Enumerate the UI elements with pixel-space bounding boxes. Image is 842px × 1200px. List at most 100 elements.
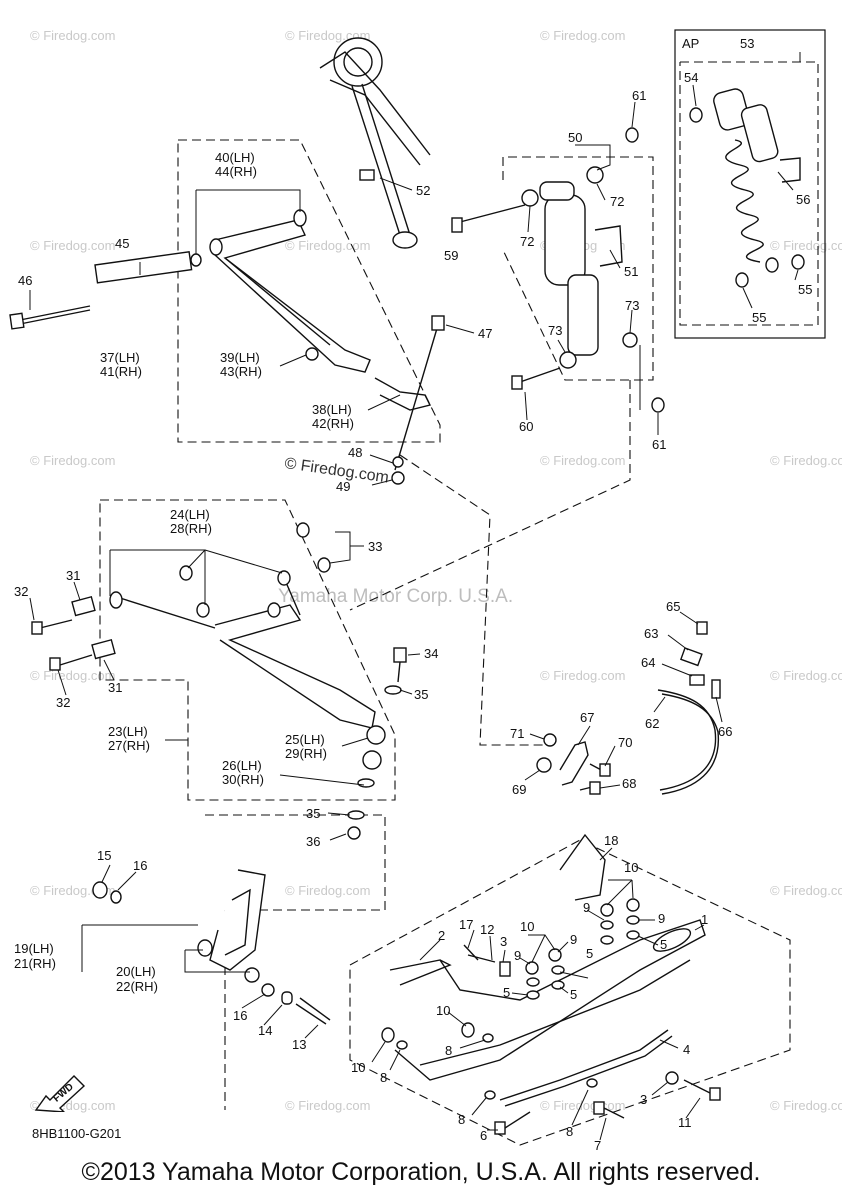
leader-lines bbox=[29, 52, 801, 1141]
callout-73: 73 bbox=[625, 298, 639, 313]
watermark: © Firedog.com bbox=[540, 28, 625, 43]
callout-5: 5 bbox=[503, 985, 510, 1000]
callout-63: 63 bbox=[644, 626, 658, 641]
callout-16: 16 bbox=[133, 858, 147, 873]
callout-13: 13 bbox=[292, 1037, 306, 1052]
callout-3: 3 bbox=[500, 934, 507, 949]
callout-56: 56 bbox=[796, 192, 810, 207]
callout-24-lh: 24(LH) bbox=[170, 507, 210, 522]
callout-11: 11 bbox=[678, 1115, 692, 1130]
callout-2: 2 bbox=[438, 928, 445, 943]
callout-10: 10 bbox=[351, 1060, 365, 1075]
callout-14: 14 bbox=[258, 1023, 272, 1038]
callout-72: 72 bbox=[520, 234, 534, 249]
callout-21-rh: 21(RH) bbox=[14, 956, 56, 971]
callout-61: 61 bbox=[652, 437, 666, 452]
callout-55: 55 bbox=[752, 310, 766, 325]
callout-ap: AP bbox=[682, 36, 699, 51]
watermark: © Firedog.com bbox=[285, 238, 370, 253]
callout-66: 66 bbox=[718, 724, 732, 739]
callout-44-rh: 44(RH) bbox=[215, 164, 257, 179]
callout-68: 68 bbox=[622, 776, 636, 791]
callout-29-rh: 29(RH) bbox=[285, 746, 327, 761]
callout-31: 31 bbox=[108, 680, 122, 695]
watermark: © Firedog.com bbox=[30, 668, 115, 683]
ap-shock-53 bbox=[689, 88, 805, 288]
callout-37-lh: 37(LH) bbox=[100, 350, 140, 365]
watermark: © Firedog.com bbox=[30, 453, 115, 468]
shock-absorber-50 bbox=[451, 127, 665, 413]
callout-51: 51 bbox=[624, 264, 638, 279]
callout-17: 17 bbox=[459, 917, 473, 932]
watermark: © Firedog.com bbox=[30, 238, 115, 253]
callout-23-lh: 23(LH) bbox=[108, 724, 148, 739]
callout-53: 53 bbox=[740, 36, 754, 51]
callout-10: 10 bbox=[520, 919, 534, 934]
callout-71: 71 bbox=[510, 726, 524, 741]
callout-8: 8 bbox=[566, 1124, 573, 1139]
callout-67: 67 bbox=[580, 710, 594, 725]
callout-8: 8 bbox=[445, 1043, 452, 1058]
callout-72: 72 bbox=[610, 194, 624, 209]
callout-7: 7 bbox=[594, 1138, 601, 1153]
callout-1: 1 bbox=[701, 912, 708, 927]
watermark: © Firedog.com bbox=[770, 238, 842, 253]
callout-45: 45 bbox=[115, 236, 129, 251]
callout-43-rh: 43(RH) bbox=[220, 364, 262, 379]
callout-30-rh: 30(RH) bbox=[222, 772, 264, 787]
watermark: © Firedog.com bbox=[540, 1098, 625, 1113]
forward-arrow-icon: FWD bbox=[34, 1075, 86, 1112]
callout-10: 10 bbox=[624, 860, 638, 875]
diagram-reference-code: 8HB1100-G201 bbox=[32, 1126, 122, 1141]
callout-33: 33 bbox=[368, 539, 382, 554]
callout-70: 70 bbox=[618, 735, 632, 750]
callout-28-rh: 28(RH) bbox=[170, 521, 212, 536]
callout-8: 8 bbox=[380, 1070, 387, 1085]
callout-18: 18 bbox=[604, 833, 618, 848]
callout-9: 9 bbox=[658, 911, 665, 926]
steering-arm-52 bbox=[319, 37, 431, 249]
callout-32: 32 bbox=[56, 695, 70, 710]
callout-38-lh: 38(LH) bbox=[312, 402, 352, 417]
callout-5: 5 bbox=[570, 987, 577, 1002]
callout-19-lh: 19(LH) bbox=[14, 941, 54, 956]
callout-10: 10 bbox=[436, 1003, 450, 1018]
callout-20-lh: 20(LH) bbox=[116, 964, 156, 979]
watermark: © Firedog.com bbox=[540, 453, 625, 468]
callout-48: 48 bbox=[348, 445, 362, 460]
watermark: © Firedog.com bbox=[285, 1098, 370, 1113]
watermark-grid: © Firedog.com © Firedog.com © Firedog.co… bbox=[30, 28, 842, 1113]
watermark: © Firedog.com bbox=[770, 1098, 842, 1113]
callout-22-rh: 22(RH) bbox=[116, 979, 158, 994]
callout-61: 61 bbox=[632, 88, 646, 103]
callout-52: 52 bbox=[416, 183, 430, 198]
watermark: © Firedog.com bbox=[770, 883, 842, 898]
callout-12: 12 bbox=[480, 922, 494, 937]
callout-35: 35 bbox=[414, 687, 428, 702]
callout-39-lh: 39(LH) bbox=[220, 350, 260, 365]
watermark-maker: Yamaha Motor Corp. U.S.A. bbox=[278, 586, 513, 607]
watermark: © Firedog.com bbox=[285, 883, 370, 898]
callout-5: 5 bbox=[660, 937, 667, 952]
callout-65: 65 bbox=[666, 599, 680, 614]
assembly-outlines bbox=[99, 29, 826, 1146]
watermark: © Firedog.com bbox=[770, 668, 842, 683]
callout-46: 46 bbox=[18, 273, 32, 288]
callout-62: 62 bbox=[645, 716, 659, 731]
callout-3: 3 bbox=[640, 1092, 647, 1107]
watermark: © Firedog.com bbox=[540, 668, 625, 683]
callout-9: 9 bbox=[514, 948, 521, 963]
callout-9: 9 bbox=[583, 900, 590, 915]
callout-64: 64 bbox=[641, 655, 655, 670]
callout-69: 69 bbox=[512, 782, 526, 797]
callout-16: 16 bbox=[233, 1008, 247, 1023]
callout-6: 6 bbox=[480, 1128, 487, 1143]
callout-4: 4 bbox=[683, 1042, 690, 1057]
callout-42-rh: 42(RH) bbox=[312, 416, 354, 431]
callout-50: 50 bbox=[568, 130, 582, 145]
callout-labels: 61 50 72 72 52 59 51 73 73 60 61 40(LH) … bbox=[14, 36, 812, 1153]
callout-32: 32 bbox=[14, 584, 28, 599]
callout-47: 47 bbox=[478, 326, 492, 341]
